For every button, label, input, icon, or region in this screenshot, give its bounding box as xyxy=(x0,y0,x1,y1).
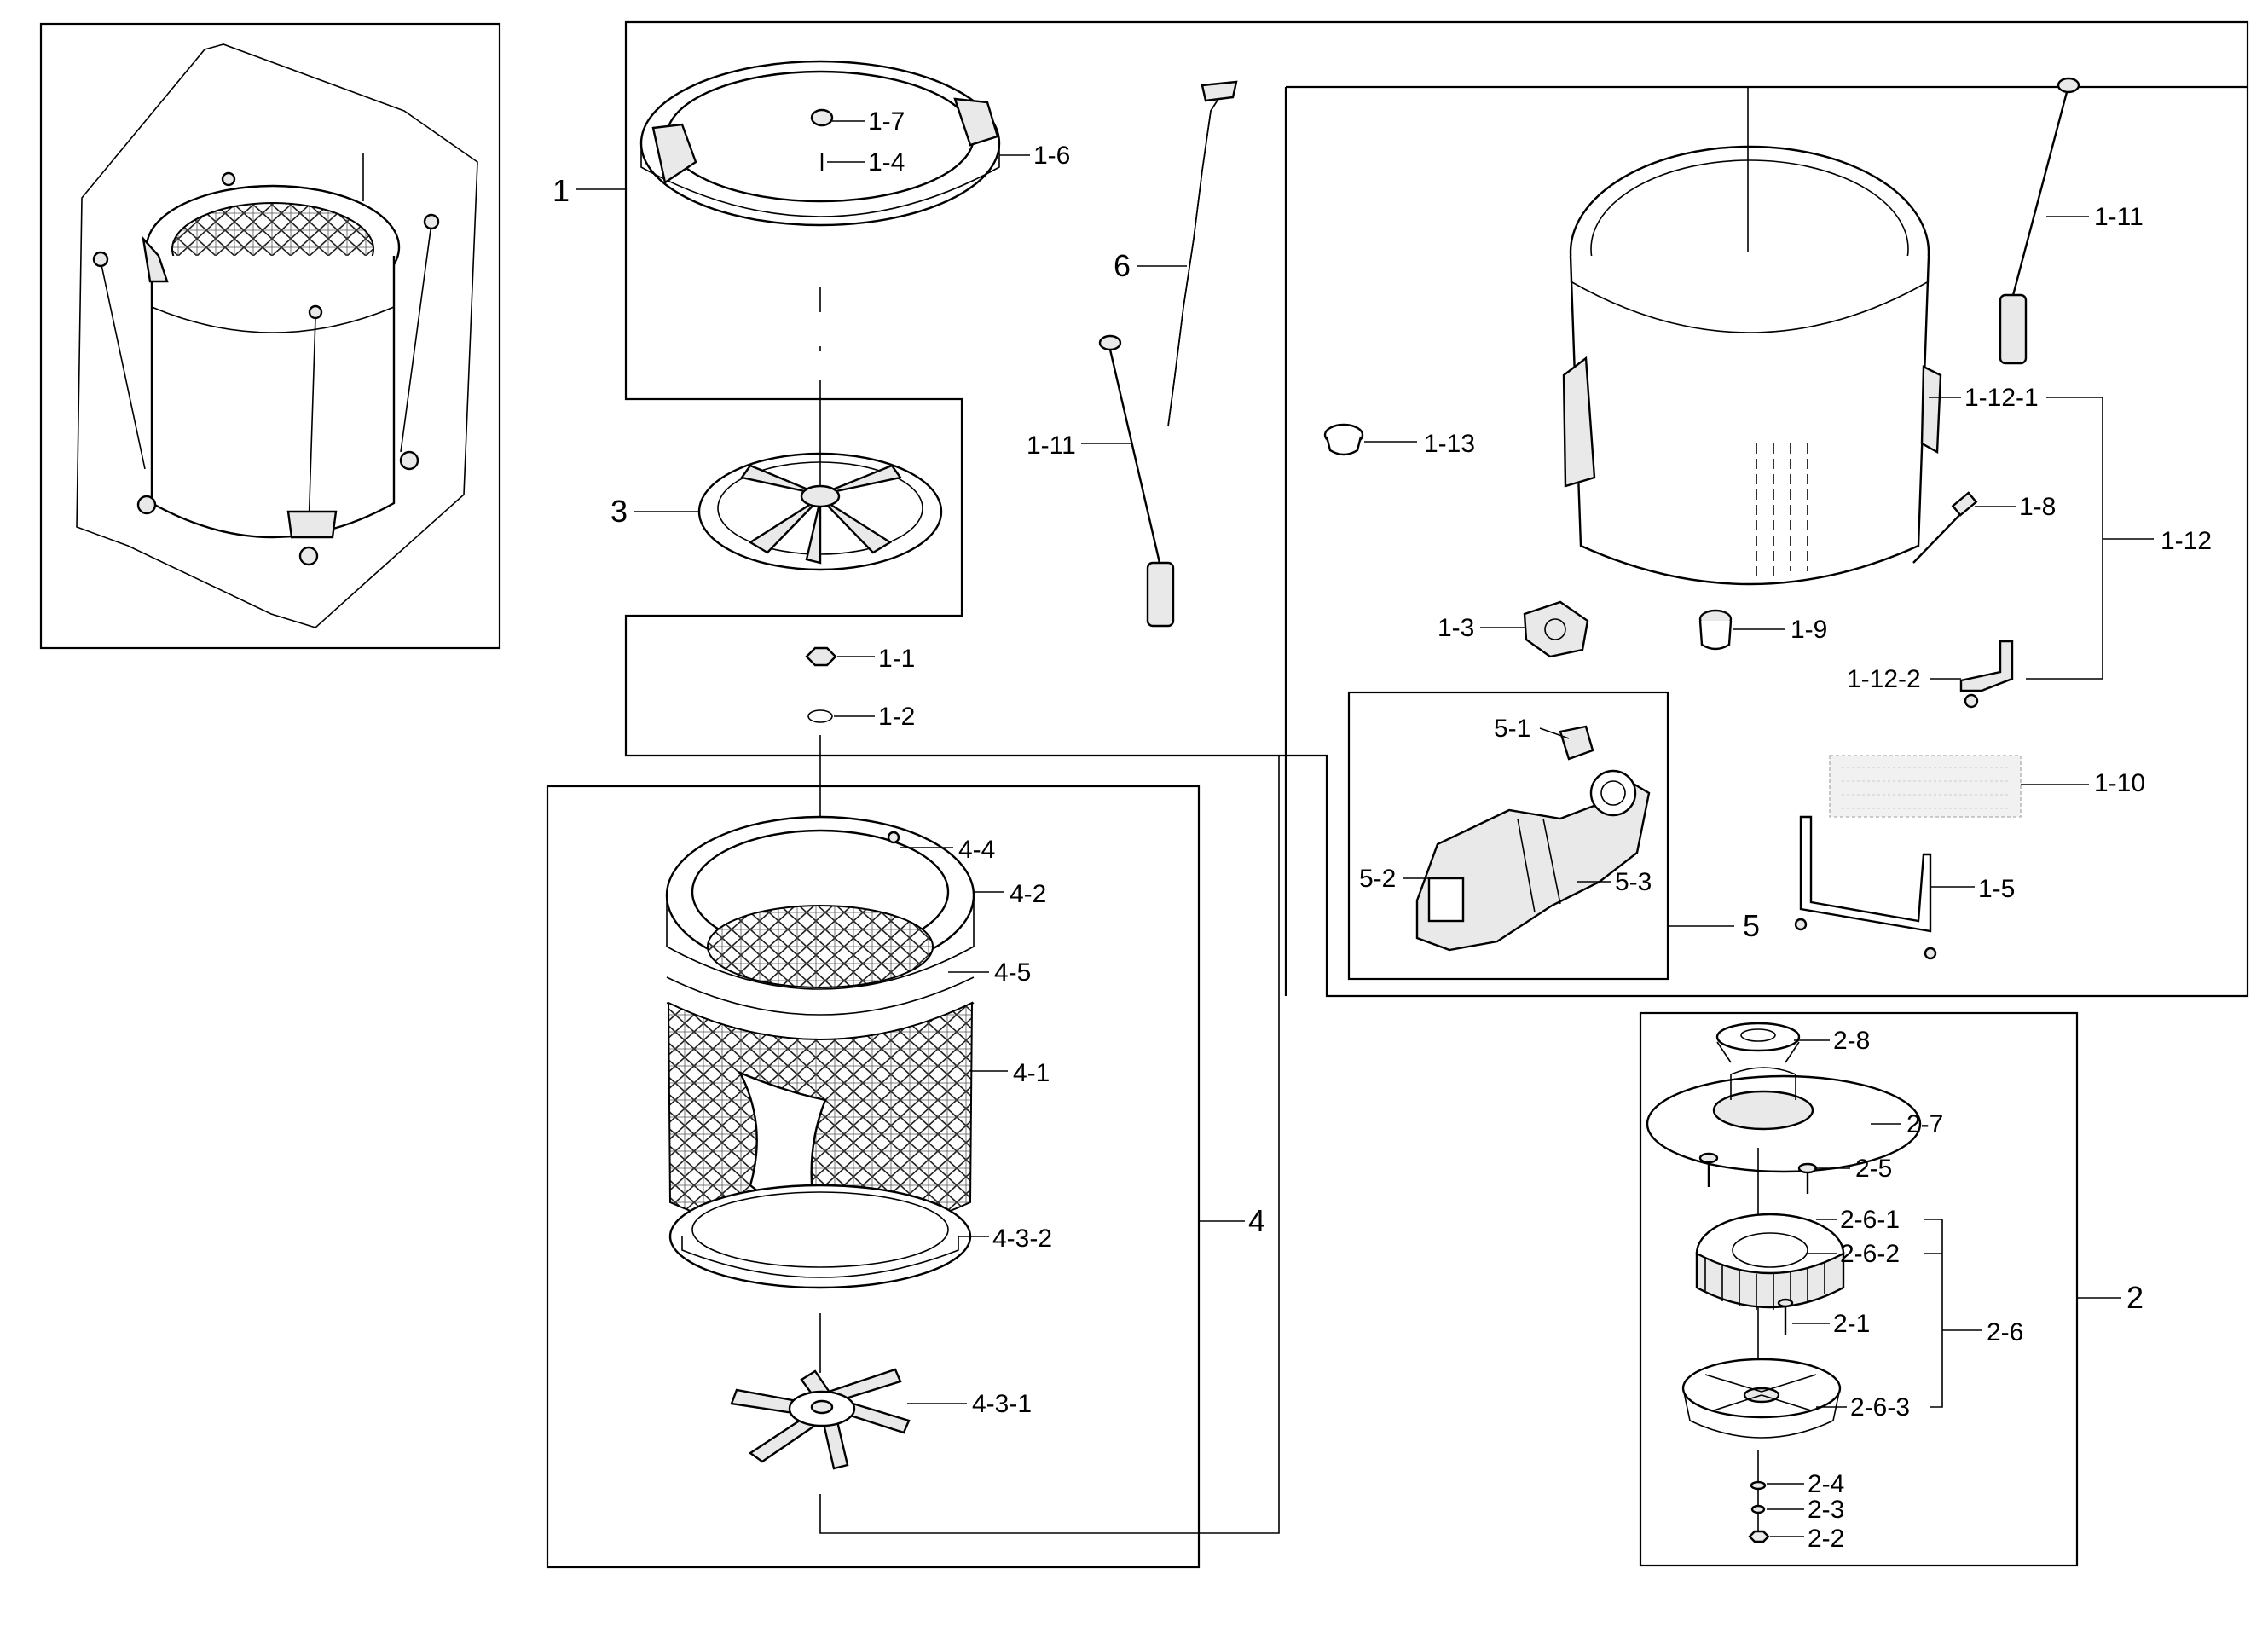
label-1-3: 1-3 xyxy=(1438,614,1474,642)
part-1-13-bushing xyxy=(1323,423,1364,456)
part-2-1-bolt xyxy=(1777,1298,1794,1335)
group-5-frame xyxy=(1347,691,1669,981)
part-1-11-suspension-rod-right xyxy=(1999,77,2080,365)
part-1-10-foam xyxy=(1829,755,2022,818)
part-4-inner-basket xyxy=(665,815,975,1289)
label-2-3: 2-3 xyxy=(1808,1496,1844,1524)
assembled-view-frame xyxy=(39,22,501,650)
part-1-1-nut xyxy=(805,646,837,667)
label-2-7: 2-7 xyxy=(1906,1110,1943,1138)
label-1-12-1: 1-12-1 xyxy=(1964,384,2039,412)
label-group-1: 1 xyxy=(553,173,570,208)
label-2-1: 2-1 xyxy=(1833,1310,1870,1338)
label-group-5: 5 xyxy=(1743,908,1760,943)
part-1-8-sensor xyxy=(1912,491,1978,564)
label-1-4: 1-4 xyxy=(868,148,905,177)
label-1-10: 1-10 xyxy=(2094,769,2145,797)
label-5-3: 5-3 xyxy=(1615,868,1652,896)
label-group-2: 2 xyxy=(2126,1280,2144,1315)
group-4-connector xyxy=(819,756,1280,1534)
part-5-pump xyxy=(1415,725,1651,952)
assembled-view xyxy=(39,22,501,650)
label-4-2: 4-2 xyxy=(1010,880,1046,908)
part-2-6-stator xyxy=(1695,1213,1845,1310)
label-1-11-left: 1-11 xyxy=(1027,431,1076,460)
label-1-5: 1-5 xyxy=(1978,875,2015,903)
label-1-9: 1-9 xyxy=(1791,616,1827,644)
part-1-6-tub-cover xyxy=(639,60,1001,227)
label-group-3: 3 xyxy=(610,494,628,529)
part-3-pulsator xyxy=(697,380,943,571)
part-6-hose xyxy=(1167,80,1238,427)
part-1-2-washer xyxy=(807,709,833,723)
label-2-2: 2-2 xyxy=(1808,1525,1844,1553)
group-2-frame xyxy=(1639,1011,2079,1567)
label-4-1: 4-1 xyxy=(1013,1059,1050,1087)
part-1-5-bracket xyxy=(1794,815,1937,960)
part-1-11-suspension-rod-left xyxy=(1098,334,1175,628)
part-2-8-cap xyxy=(1715,1022,1801,1063)
group-4-frame xyxy=(546,785,1201,1569)
part-1-3-valve xyxy=(1523,600,1589,658)
label-2-6-3: 2-6-3 xyxy=(1850,1393,1910,1421)
label-4-4: 4-4 xyxy=(958,836,995,864)
label-1-1: 1-1 xyxy=(878,645,915,673)
bracket-1-12 xyxy=(2026,397,2103,680)
label-2-5: 2-5 xyxy=(1855,1155,1892,1183)
label-1-12-2: 1-12-2 xyxy=(1847,665,1921,693)
label-5-1: 5-1 xyxy=(1494,715,1530,743)
label-1-11-right: 1-11 xyxy=(2094,203,2144,231)
part-2-2-nut xyxy=(1748,1530,1770,1543)
label-1-8: 1-8 xyxy=(2019,493,2056,521)
part-2-4-washer xyxy=(1750,1480,1767,1491)
label-2-6-1: 2-6-1 xyxy=(1840,1206,1900,1234)
label-2-6-2: 2-6-2 xyxy=(1840,1240,1900,1268)
label-1-12: 1-12 xyxy=(2161,527,2212,555)
part-1-12-1-outer-tub xyxy=(1562,87,1942,586)
label-1-7: 1-7 xyxy=(868,107,905,136)
label-1-2: 1-2 xyxy=(878,703,915,731)
label-5-2: 5-2 xyxy=(1359,865,1396,893)
label-4-3-1: 4-3-1 xyxy=(972,1390,1032,1418)
label-2-4: 2-4 xyxy=(1808,1470,1844,1498)
group-1-outline xyxy=(624,20,2249,998)
label-2-6: 2-6 xyxy=(1987,1318,2023,1346)
label-2-8: 2-8 xyxy=(1833,1027,1870,1055)
part-1-7-cap xyxy=(810,108,834,127)
part-1-12-2-bracket xyxy=(1959,640,2014,709)
label-4-3-2: 4-3-2 xyxy=(992,1225,1052,1253)
part-2-3-spacer xyxy=(1750,1504,1766,1514)
label-group-4: 4 xyxy=(1248,1203,1265,1238)
label-group-6: 6 xyxy=(1114,248,1131,283)
part-2-5-bolts xyxy=(1698,1152,1818,1194)
part-4-3-1-spider-flange xyxy=(730,1368,911,1470)
part-2-6-3-rotor xyxy=(1681,1358,1842,1439)
label-4-5: 4-5 xyxy=(994,958,1031,987)
label-1-6: 1-6 xyxy=(1033,142,1070,170)
part-1-9-filter xyxy=(1698,609,1733,651)
label-1-13: 1-13 xyxy=(1424,430,1475,458)
part-2-7-bracket-plate xyxy=(1646,1067,1922,1173)
bracket-2-6 xyxy=(1924,1219,1943,1408)
